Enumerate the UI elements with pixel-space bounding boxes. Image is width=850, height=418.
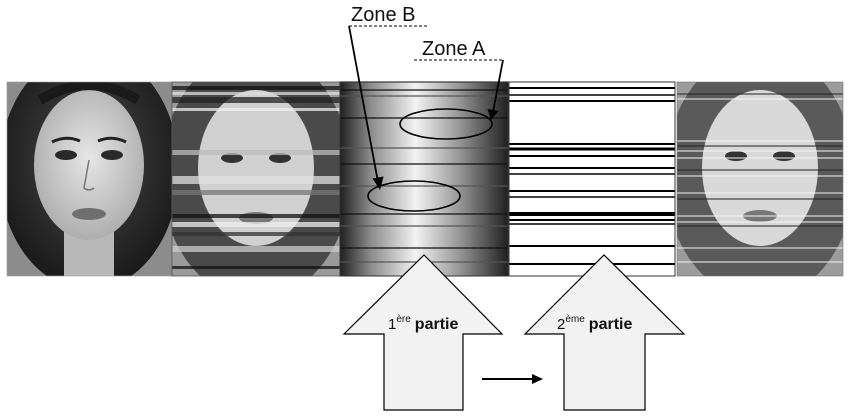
first-part-arrow: 1ère partie: [342, 254, 504, 411]
smear-stripe: [172, 92, 340, 95]
reconstructed-face-image: [677, 82, 843, 276]
zone-a-pointer-arrow: [492, 59, 504, 113]
second-part-arrow: 2ème partie: [523, 254, 686, 411]
gradient-band: [340, 82, 508, 90]
striped-face-image: [172, 82, 340, 276]
first-part-number: 1: [388, 316, 396, 333]
first-part-superscript: ère: [396, 314, 411, 325]
smear-stripe: [172, 266, 340, 269]
original-face-image: [7, 82, 172, 276]
second-part-number: 2: [557, 316, 565, 333]
smear-stripe: [172, 176, 340, 184]
second-part-superscript: ème: [565, 314, 585, 325]
smear-stripe: [172, 232, 340, 236]
zone-a-ellipse: [399, 108, 493, 140]
zone-a-label: Zone A: [422, 38, 486, 60]
gradient-band: [340, 214, 508, 226]
smear-stripe: [172, 246, 340, 252]
sequence-arrowhead: [532, 374, 543, 384]
gradient-band: [340, 148, 508, 164]
zone-b-label: Zone B: [351, 4, 415, 26]
gradient-band: [340, 164, 508, 186]
zone-b-ellipse: [367, 180, 461, 212]
gradient-band: [340, 226, 508, 248]
second-part-word: partie: [589, 316, 633, 333]
smear-stripe: [172, 86, 340, 90]
gradient-band: [340, 186, 508, 214]
smear-stripe: [172, 108, 340, 111]
first-part-word: partie: [415, 316, 459, 333]
smear-stripe: [172, 97, 340, 103]
zone-b-arrowhead: [372, 176, 384, 190]
smear-stripe: [172, 214, 340, 218]
zone-a-arrowhead: [487, 109, 499, 120]
gradient-bands-image: [340, 81, 508, 276]
smear-stripe: [172, 150, 340, 155]
gradient-band: [340, 96, 508, 118]
smear-stripe: [172, 190, 340, 195]
zone-b-pointer-arrow: [348, 25, 379, 183]
gradient-band: [340, 90, 508, 96]
binary-lines-image: [509, 82, 675, 276]
smear-stripe: [172, 222, 340, 227]
